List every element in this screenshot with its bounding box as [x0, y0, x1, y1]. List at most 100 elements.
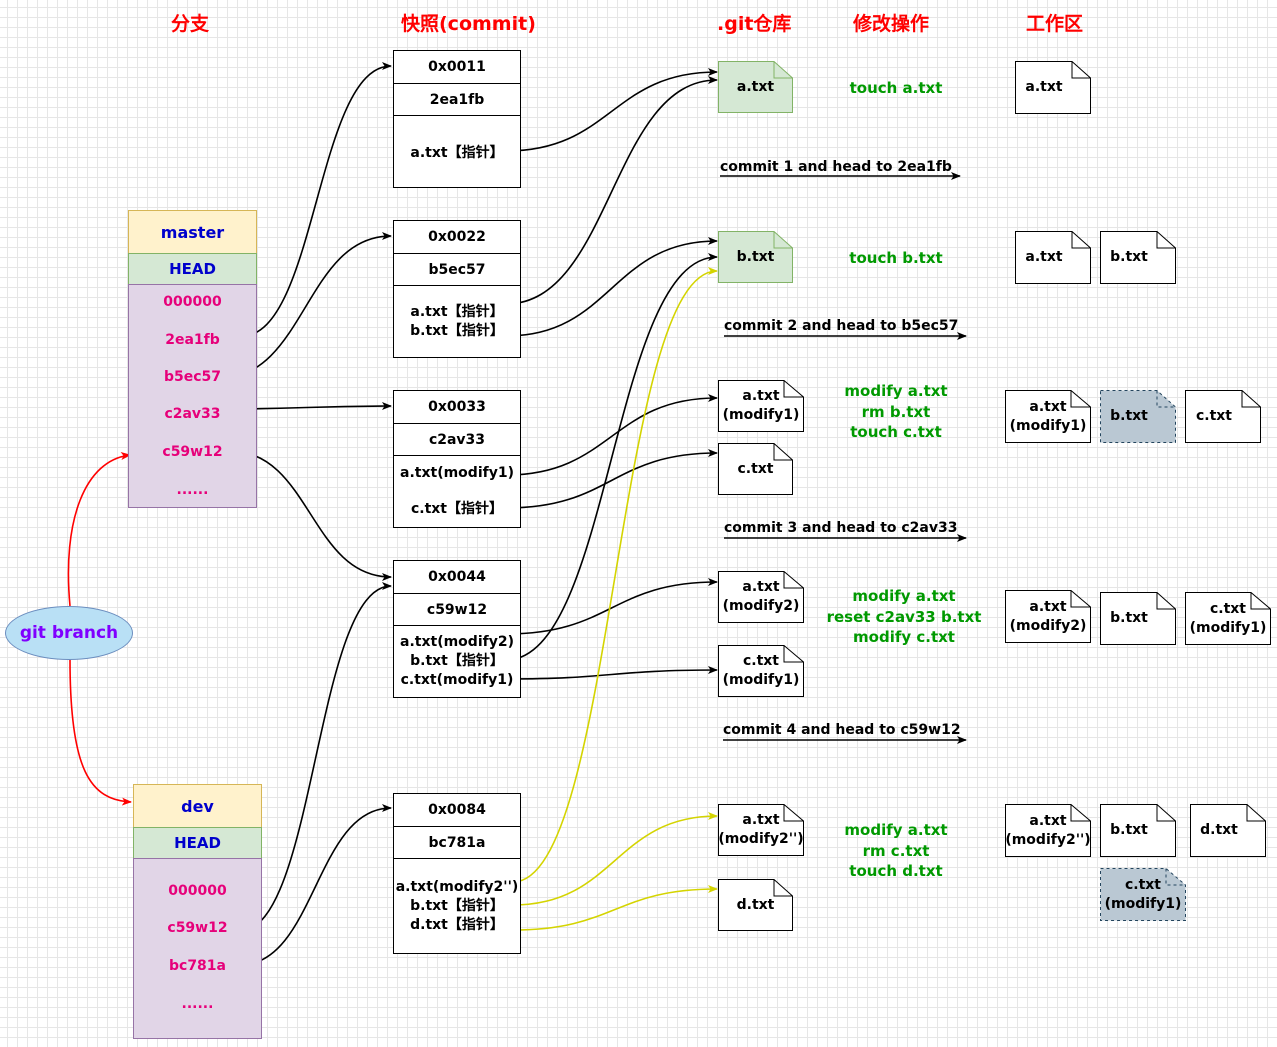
snapshot-box: 0x0033 c2av33 a.txt(modify1) c.txt【指针】 — [393, 390, 521, 528]
snapshot-to-file-link — [505, 394, 718, 476]
header-snapshot: 快照(commit) — [401, 13, 536, 35]
snapshot-file-entry: a.txt【指针】 — [410, 144, 504, 161]
master-commit-item: ...... — [176, 482, 209, 498]
header-workspace: 工作区 — [1026, 13, 1084, 35]
file-label: (modify1) — [722, 407, 800, 423]
snapshot-files: a.txt【指针】 b.txt【指针】 — [394, 285, 520, 357]
dev-branch-name: dev — [133, 784, 262, 828]
snapshot-to-file-link — [505, 666, 718, 680]
snapshot-to-file-link — [505, 68, 718, 152]
snapshot-box: 0x0044 c59w12 a.txt(modify2) b.txt【指针】 c… — [393, 560, 521, 698]
snapshot-box: 0x0011 2ea1fb a.txt【指针】 — [393, 50, 521, 188]
file-label: c.txt — [1209, 600, 1247, 617]
snapshot-files: a.txt(modify2) b.txt【指针】 c.txt(modify1) — [394, 625, 520, 697]
snapshot-hash: c59w12 — [394, 593, 520, 625]
dev-commit-item: bc781a — [169, 958, 226, 974]
master-commit-list: 000000 2ea1fb b5ec57 c2av33 c59w12 .....… — [128, 284, 257, 508]
commit-label: commit 1 and head to 2ea1fb — [720, 159, 952, 175]
repo-file-a: a.txt — [718, 61, 793, 113]
operation-group: modify a.txt rm c.txt touch d.txt — [806, 820, 986, 882]
file-label: c.txt — [1124, 876, 1162, 893]
snapshot-file-entry: a.txt(modify1) — [400, 464, 514, 481]
branch-to-snapshot-link — [239, 582, 392, 932]
file-label: c.txt — [742, 653, 780, 669]
snapshot-hash: c2av33 — [394, 423, 520, 455]
commit-label: commit 4 and head to c59w12 — [723, 722, 961, 738]
commit-label: commit 3 and head to c2av33 — [724, 520, 958, 536]
snapshot-address: 0x0022 — [428, 229, 486, 245]
workspace-file-b: b.txt — [1100, 231, 1176, 284]
snapshot-file-entry: a.txt(modify2'') — [395, 878, 519, 895]
operation-line: touch c.txt — [850, 423, 942, 441]
snapshot-file-entry: a.txt(modify2) — [400, 634, 514, 650]
master-commit-item: 000000 — [163, 294, 222, 310]
file-label: a.txt — [742, 812, 780, 828]
workspace-file-b: b.txt — [1100, 804, 1176, 857]
dev-commit-item: 000000 — [168, 883, 227, 899]
file-label: b.txt — [1110, 822, 1148, 838]
workspace-file-a-modify2: a.txt(modify2) — [1005, 590, 1091, 643]
file-label: d.txt — [736, 896, 775, 913]
header-branch: 分支 — [171, 13, 210, 35]
repo-file-c-modify1: c.txt (modify1) — [718, 645, 804, 697]
snapshot-files: a.txt【指针】 — [394, 115, 520, 187]
file-label: a.txt — [736, 78, 775, 95]
file-label: (modify2'') — [718, 831, 804, 847]
file-label: c.txt — [737, 460, 774, 477]
operation-line: rm b.txt — [861, 402, 931, 421]
operation-line: touch d.txt — [849, 862, 943, 880]
file-label: b.txt — [736, 248, 775, 265]
file-label: a.txt — [1029, 812, 1067, 829]
snapshot-file-entry: d.txt【指针】 — [410, 916, 504, 933]
repo-file-a-modify2: a.txt (modify2) — [718, 571, 804, 623]
workspace-file-a: a.txt — [1015, 61, 1091, 114]
file-label: d.txt — [1200, 822, 1238, 838]
snapshot-to-file-link — [505, 76, 718, 305]
operation-line: reset c2av33 b.txt — [826, 607, 982, 626]
master-commit-item: c59w12 — [162, 444, 223, 460]
workspace-file-b-deleted: b.txt — [1100, 390, 1176, 443]
snapshot-address: 0x0011 — [428, 59, 486, 75]
snapshot-file-entry: b.txt【指针】 — [410, 653, 504, 669]
file-label: (modify2) — [722, 598, 800, 614]
snapshot-box: 0x0022 b5ec57 a.txt【指针】 b.txt【指针】 — [393, 220, 521, 358]
file-label: (modify1) — [1009, 417, 1087, 434]
snapshot-file-entry: b.txt【指针】 — [410, 897, 504, 914]
operation-line: touch a.txt — [849, 79, 943, 97]
dev-commit-item: c59w12 — [167, 920, 228, 936]
snapshot-to-file-link-yellow — [512, 812, 718, 906]
snapshot-to-file-link-yellow — [512, 885, 718, 931]
branch-to-snapshot-link — [239, 804, 392, 966]
file-label: a.txt — [742, 579, 780, 595]
file-label: c.txt — [1195, 408, 1233, 424]
file-label: a.txt — [742, 388, 780, 404]
dev-head-label: HEAD — [133, 827, 262, 859]
master-commit-item: c2av33 — [164, 406, 221, 422]
branch-to-snapshot-link — [241, 62, 392, 337]
workspace-file-b: b.txt — [1100, 592, 1176, 645]
repo-file-d: d.txt — [718, 879, 793, 931]
master-branch-name: master — [128, 210, 257, 254]
operation-line: modify a.txt — [844, 382, 948, 400]
workspace-file-a-modify2b: a.txt (modify2'') — [1005, 804, 1091, 857]
master-commit-item: b5ec57 — [163, 369, 222, 385]
snapshot-to-file-link — [505, 449, 718, 509]
file-label: a.txt — [1029, 398, 1067, 415]
file-label: a.txt — [1025, 249, 1063, 265]
file-label: (modify1) — [722, 672, 800, 688]
workspace-file-c-modify1: c.txt(modify1) — [1185, 592, 1271, 645]
snapshot-to-file-link — [505, 578, 718, 635]
file-label: (modify2) — [1009, 617, 1087, 634]
header-operation: 修改操作 — [853, 13, 930, 35]
snapshot-hash: 2ea1fb — [394, 83, 520, 115]
snapshot-file-entry: a.txt【指针】 — [410, 303, 504, 320]
snapshot-files: a.txt(modify2'') b.txt【指针】 d.txt【指针】 — [394, 858, 520, 953]
operation-line: touch b.txt — [849, 249, 943, 267]
operation-group: touch b.txt — [806, 248, 986, 269]
git-branch-arrow — [69, 659, 132, 806]
git-branch-arrow — [67, 452, 131, 607]
snapshot-hash: b5ec57 — [394, 253, 520, 285]
file-label: (modify2'') — [1005, 831, 1091, 848]
repo-file-a-modify2b: a.txt (modify2'') — [718, 804, 804, 856]
